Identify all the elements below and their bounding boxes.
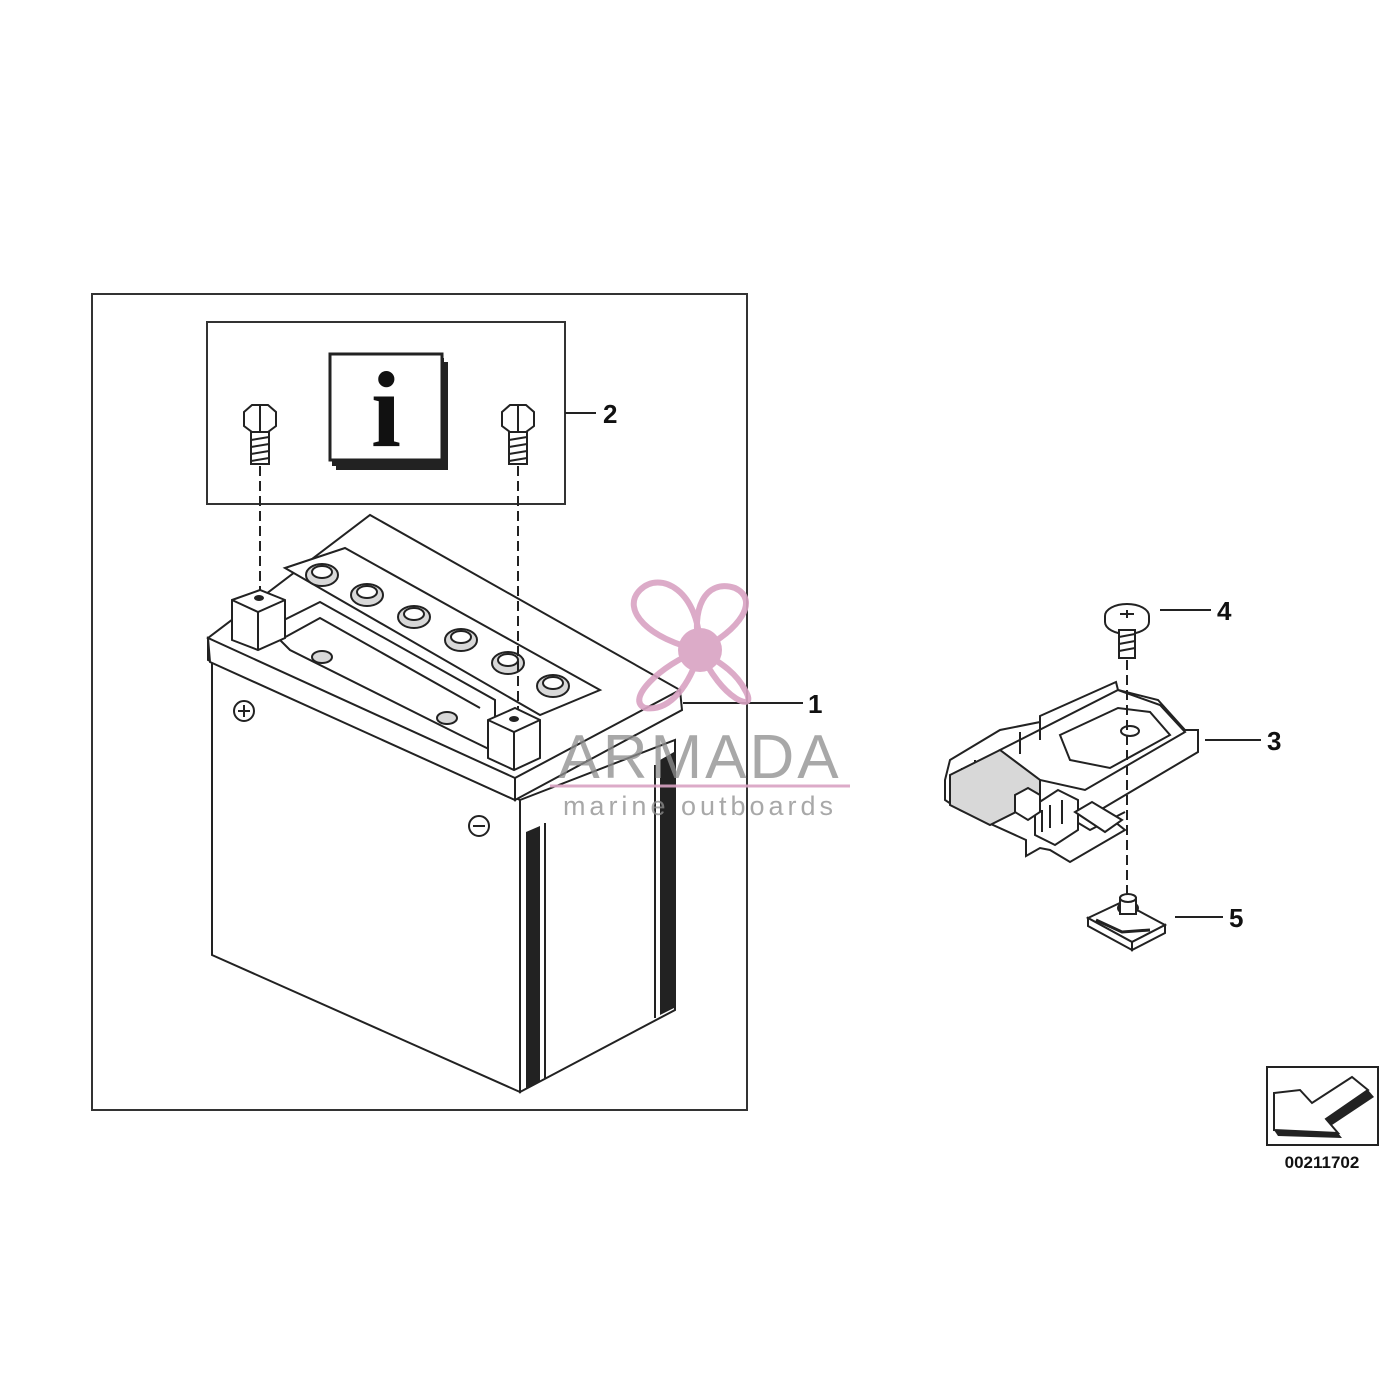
battery-illustration: 1	[206, 466, 822, 1094]
part-label-3: 3	[1267, 726, 1281, 756]
holder-bracket-illustration: 3	[944, 660, 1281, 895]
bolt-icon	[243, 404, 277, 465]
part-label-1: 1	[808, 689, 822, 719]
bolt-icon	[501, 404, 535, 465]
info-glyph: i	[371, 351, 401, 470]
clip-nut-icon: 5	[1085, 893, 1243, 952]
screw-icon: 4	[1104, 596, 1232, 659]
info-icon: i	[328, 351, 448, 470]
part-label-4: 4	[1217, 596, 1232, 626]
propeller-logo	[630, 579, 752, 712]
reference-number: 00211702	[1285, 1153, 1360, 1172]
watermark-title: ARMADA	[558, 723, 841, 792]
part-label-5: 5	[1229, 903, 1243, 933]
terminal-left	[231, 588, 286, 652]
vent-caps	[305, 563, 570, 698]
info-kit-group: i 2	[206, 321, 617, 505]
part-label-2: 2	[603, 399, 617, 429]
arrow-down-left-icon	[1266, 1066, 1379, 1146]
watermark-subtitle: marine outboards	[563, 791, 837, 821]
terminal-right	[487, 706, 541, 772]
watermark: ARMADA marine outboards	[550, 579, 850, 821]
